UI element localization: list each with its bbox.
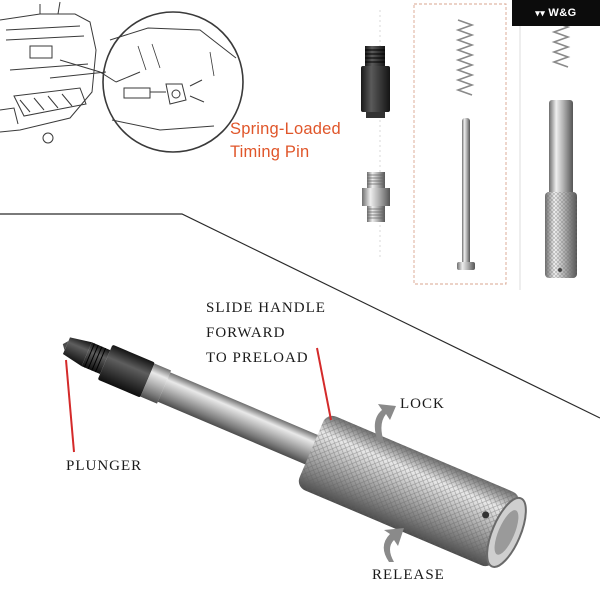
slide-handle-leader-line xyxy=(316,347,332,421)
dark-adapter-part xyxy=(361,46,390,118)
slide-handle-callout-1: SLIDE HANDLE xyxy=(206,300,326,316)
plunger-callout: PLUNGER xyxy=(66,458,143,474)
knurled-sleeve-part xyxy=(545,100,577,278)
magnified-detail-circle xyxy=(102,11,244,153)
section-divider-line xyxy=(0,213,600,419)
title-line-1: Spring-Loaded xyxy=(230,120,341,138)
slide-handle-callout-2: FORWARD xyxy=(206,325,286,341)
brand-mark-icon: ▾▾ xyxy=(535,7,546,18)
release-callout: RELEASE xyxy=(372,567,445,583)
engine-line-drawing xyxy=(0,1,117,144)
plunger-leader-line xyxy=(65,359,75,453)
plunger-rod-part xyxy=(457,118,475,270)
lock-callout: LOCK xyxy=(400,396,445,412)
steel-fitting-part xyxy=(362,172,390,222)
slide-handle-callout-3: TO PRELOAD xyxy=(206,350,309,366)
coil-spring-part-2 xyxy=(551,21,571,68)
coil-spring-part xyxy=(455,19,475,96)
title-line-2: Timing Pin xyxy=(230,143,310,161)
release-rotation-arrow xyxy=(383,528,404,562)
brand-logo-text: W&G xyxy=(548,7,577,19)
lock-rotation-arrow xyxy=(374,404,396,442)
timing-pin-tool xyxy=(62,337,527,568)
brand-logo: ▾▾ W&G xyxy=(512,0,600,26)
exploded-parts-frame xyxy=(413,3,507,285)
